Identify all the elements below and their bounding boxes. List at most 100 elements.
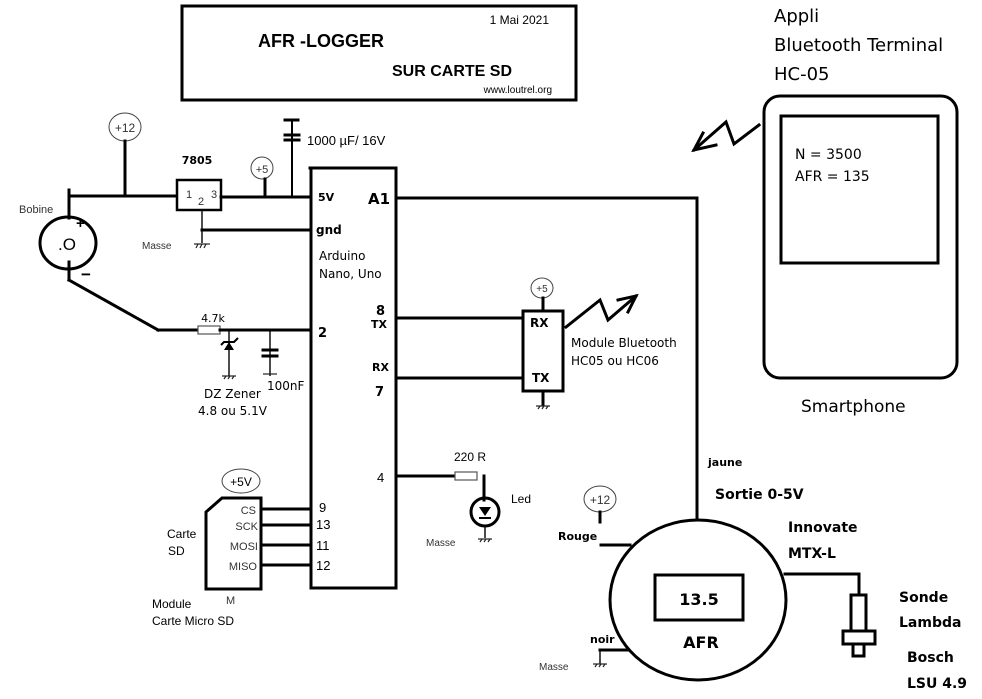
wire-black-label: noir [590,633,615,646]
app-name: Bluetooth Terminal [774,35,943,56]
ground-symbol [222,375,236,380]
regulator-pin3: 3 [211,189,217,201]
supply-5v-label: +5 [256,164,269,176]
bt-module-models: HC05 ou HC06 [571,354,659,368]
wire-yellow-label: jaune [707,456,742,469]
regulator-pin2: 2 [198,196,204,208]
smartphone: Appli Bluetooth Terminal HC-05 N = 3500 … [691,6,959,417]
resistor-220r [454,471,478,481]
pin-7: 7 [375,385,384,400]
resistor-4k7 [197,325,221,335]
display-afr-value: 13.5 [679,590,718,609]
sd-card-label: Carte [167,527,197,541]
ground-label: Masse [142,241,172,252]
bt-module-name: Module Bluetooth [571,336,677,350]
screen-rpm-readout: N = 3500 [795,147,862,163]
controller-display [653,573,745,622]
pin-5v: 5V [318,191,335,204]
input-stage: 4.7k 100nF DZ Zener 4.8 ou 5.1V [156,312,312,418]
sd-pin-sck: SCK [235,521,258,533]
title-frame [180,4,578,102]
ground-symbol [536,405,550,410]
sd-pin-cs: CS [241,505,256,517]
zener-bar [220,337,239,346]
resistor-4k7-label: 4.7k [201,312,225,325]
arduino-outline [308,166,398,590]
output-label: Sortie 0-5V [715,487,804,503]
smartphone-body [762,94,959,380]
ground-symbol [194,243,210,249]
sd-pin-miso: MISO [229,561,258,573]
wire-a1-to-wideband [394,196,699,522]
pin-8-tx: TX [371,318,388,331]
controller-model: MTX-L [788,546,836,562]
regulator-pin1: 1 [186,189,192,201]
sd-card-module: +5V CS SCK MOSI MISO Carte SD M Module C… [152,468,313,628]
led-circuit: 220 R Led Masse [394,450,531,549]
led-label: Led [511,492,531,506]
arduino-board: 5V gnd A1 Arduino Nano, Uno 2 8 TX RX 7 … [308,166,398,590]
sensor-model: LSU 4.9 [907,676,967,692]
wire-red-label: Rouge [558,530,597,543]
sd-module-label: Module [152,597,192,611]
supply-5v-symbol [221,468,261,494]
coil-center-mark: .O [58,235,76,254]
zener-voltage-label: 4.8 ou 5.1V [198,404,268,418]
pin-8: 8 [376,304,385,319]
power-section: +12 7805 1 2 3 +5 1000 µF/ 16V Masse [67,112,386,252]
controller-brand: Innovate [788,520,858,536]
smartphone-screen [779,114,940,265]
pin-12: 12 [316,558,330,573]
coil-label: Bobine [19,204,53,216]
title-subtitle: SUR CARTE SD [392,63,512,80]
ground-symbol [478,538,492,543]
arduino-models: Nano, Uno [319,267,382,281]
regulator-7805 [175,178,223,212]
wideband-ground-label: Masse [539,662,569,673]
sd-supply-label: +5V [230,475,252,489]
title-block: 1 Mai 2021 AFR -LOGGER SUR CARTE SD www.… [180,4,578,102]
pin-11: 11 [316,538,330,553]
display-afr-label: AFR [683,633,719,652]
coil-minus: − [81,265,91,284]
capacitor-1000uf-label: 1000 µF/ 16V [307,133,386,148]
bt-supply-label: +5 [536,284,548,295]
pin-13: 13 [316,517,330,532]
wideband-controller: jaune Sortie 0-5V Innovate MTX-L 13.5 AF… [539,456,861,682]
zener-label: DZ Zener [204,387,261,401]
ignition-coil: Bobine .O + − [19,204,161,333]
app-label: Appli [774,6,819,27]
ground-symbol [593,663,607,668]
sd-module-label-2: Carte Micro SD [152,614,234,628]
arduino-name: Arduino [319,249,365,263]
regulator-name: 7805 [182,154,213,167]
sensor-nut [841,629,877,646]
pin-2: 2 [318,326,327,341]
sd-card-outline [204,496,263,591]
pin-a1: A1 [368,190,390,208]
bt-pin-rx: RX [530,316,549,330]
wireless-signal-icon [563,293,639,330]
title-date: 1 Mai 2021 [490,13,550,27]
pin-4: 4 [377,470,384,485]
pin-9: 9 [319,500,326,515]
pin-gnd: gnd [316,223,342,237]
sensor-label: Sonde [899,590,948,606]
supply-5v-symbol [250,156,274,180]
led-diode [479,507,491,516]
wideband-supply-label: +12 [590,493,611,507]
sd-bottom-mark: M [226,595,235,607]
sensor-type: Lambda [899,615,961,631]
zener-diode [224,342,234,350]
wire-sensor [783,572,861,597]
wireless-signal-icon [691,119,762,153]
bluetooth-module: +5 RX TX Module Bluetooth HC05 ou HC06 [521,277,677,410]
led-ground-label: Masse [426,538,456,549]
title-main: AFR -LOGGER [258,31,384,51]
controller-body [608,518,788,682]
supply-12v-label: +12 [115,121,136,135]
bt-module-box [521,309,565,393]
pin-7-rx: RX [372,361,389,374]
screen-afr-readout: AFR = 135 [795,169,870,185]
